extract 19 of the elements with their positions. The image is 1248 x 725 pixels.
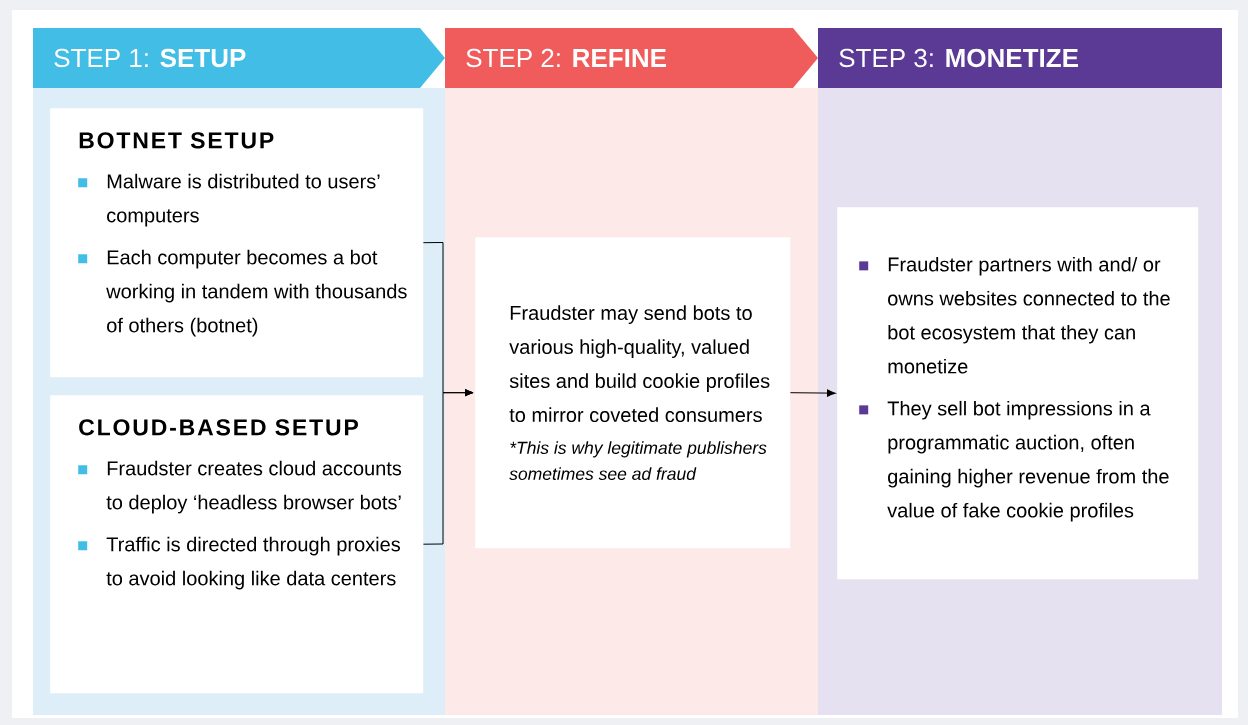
bullet-item: Traffic is directed through proxies to avoid looking like data centers <box>78 536 400 590</box>
step-banner: STEP 2: REFINE <box>445 28 818 88</box>
bullet-item: Malware is distributed to users’ computers <box>78 173 380 227</box>
section-heading: BOTNET SETUP <box>79 132 274 149</box>
footnote: *This is why legitimate publishers sometimes see ad fraud <box>509 441 767 480</box>
bullet-item: Fraudster partners with and/ or owns websites connected to the bot ecosystem that they can monetize <box>859 256 1170 374</box>
text-card <box>475 237 791 549</box>
bullet-item: They sell bot impressions in a programmatic auction, often gaining higher revenue from the value of fake cookie profiles <box>859 400 1169 522</box>
bullet-item: Fraudster creates cloud accounts to deploy ‘headless browser bots’ <box>78 460 402 514</box>
text-card <box>50 395 424 694</box>
text-card <box>50 108 424 378</box>
arrow <box>789 389 836 397</box>
arrow <box>422 389 474 545</box>
bullet-item: Each computer becomes a bot working in tandem with thousands of others (botnet) <box>78 249 407 337</box>
section-heading: CLOUD-BASED SETUP <box>79 419 358 436</box>
step-banner: STEP 3: MONETIZE <box>818 28 1222 88</box>
text-card <box>837 207 1199 580</box>
step-banner: STEP 1: SETUP <box>33 28 445 88</box>
body-text: Fraudster may send bots to various high-quality, valued sites and build cookie profiles to mirror coveted consumers <box>509 305 770 423</box>
